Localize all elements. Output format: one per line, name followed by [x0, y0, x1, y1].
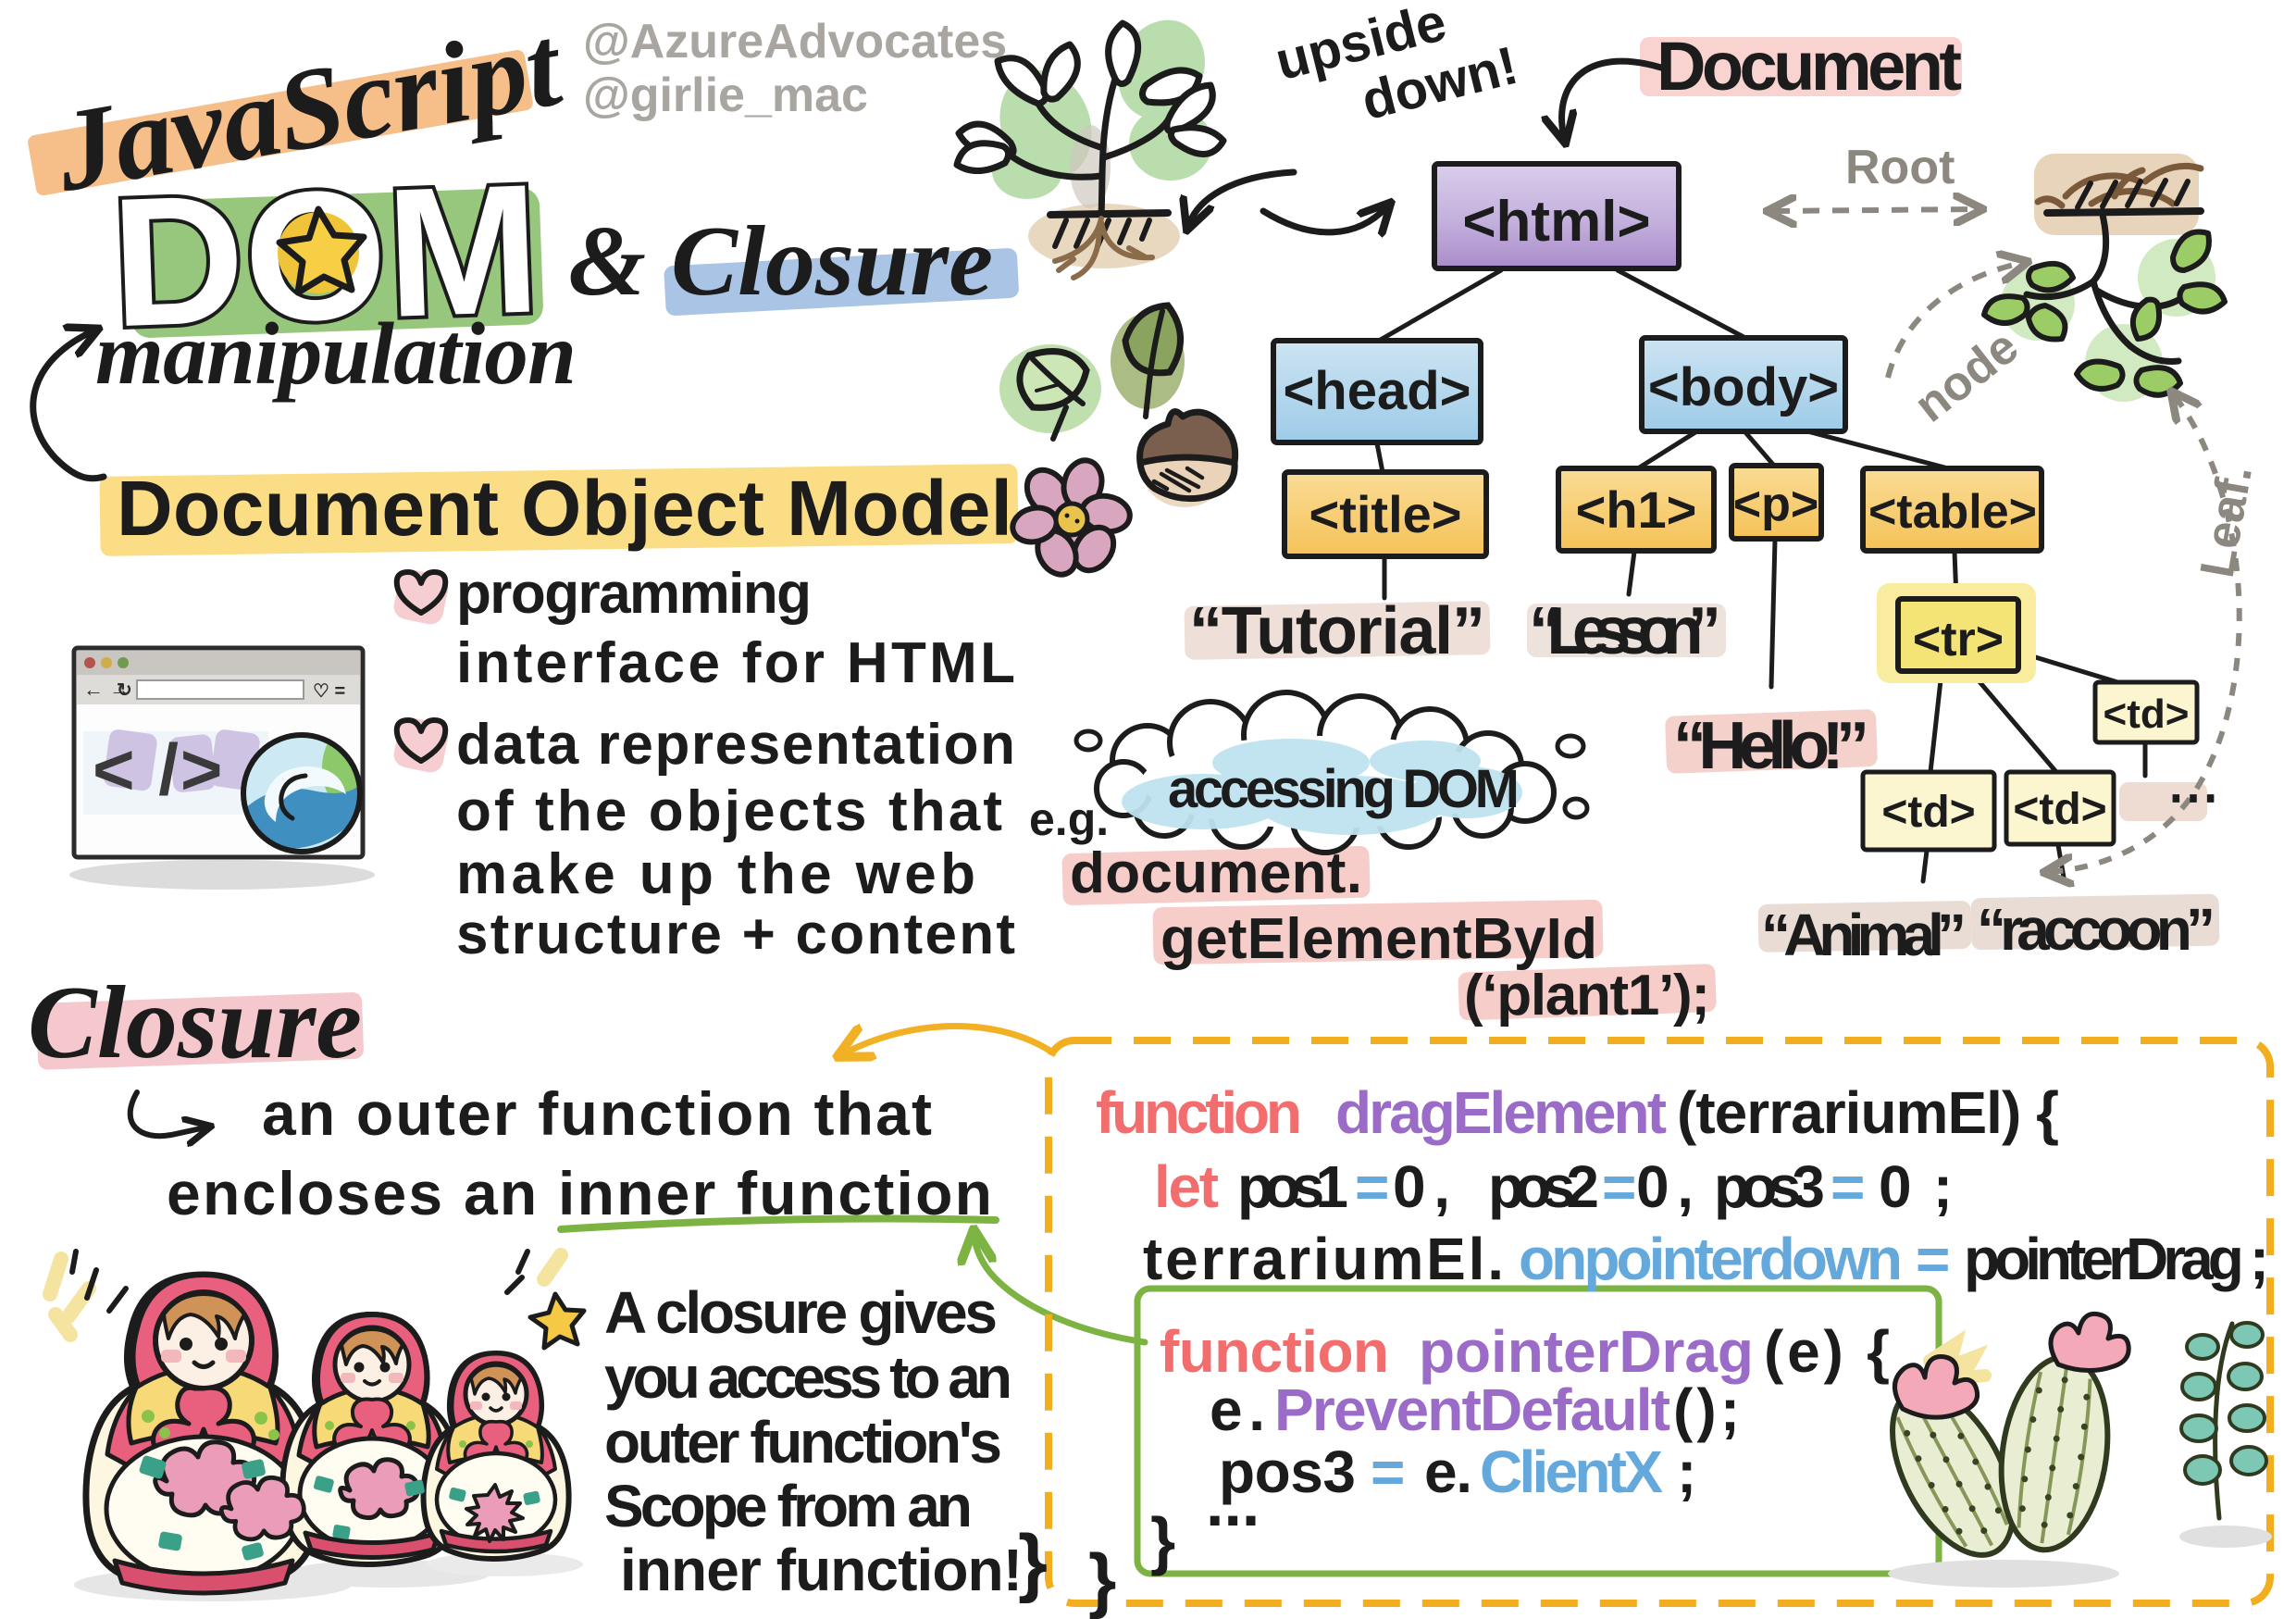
svg-text:<td>: <td> — [2104, 691, 2190, 737]
svg-text:=: = — [1831, 1153, 1865, 1220]
svg-text:0 ;: 0 ; — [1879, 1153, 1953, 1220]
svg-text:getElementById: getElementById — [1160, 907, 1597, 971]
svg-text:♡ =: ♡ = — [313, 681, 345, 702]
svg-text:Scope from an: Scope from an — [604, 1473, 973, 1539]
svg-text:0,: 0, — [1393, 1153, 1450, 1220]
svg-text:@AzureAdvocates: @AzureAdvocates — [583, 15, 1007, 68]
svg-text:document.: document. — [1070, 841, 1362, 905]
svg-text:=: = — [1916, 1226, 1950, 1292]
svg-text:}: } — [1018, 1520, 1048, 1604]
svg-text:<td>: <td> — [1881, 788, 1975, 837]
svg-text:“Tutorial”: “Tutorial” — [1189, 594, 1485, 668]
svg-text:terrariumEl.: terrariumEl. — [1143, 1226, 1504, 1292]
svg-text:manipulation: manipulation — [95, 305, 577, 403]
svg-text:programming: programming — [456, 562, 812, 626]
svg-text:e.: e. — [1210, 1376, 1265, 1443]
svg-text:Document: Document — [1657, 28, 1962, 105]
svg-text:↻: ↻ — [117, 680, 132, 701]
svg-text:structure + content: structure + content — [456, 903, 1015, 966]
svg-text:accessing DOM: accessing DOM — [1168, 759, 1520, 819]
svg-text:function: function — [1160, 1318, 1389, 1385]
svg-text:@girlie_mac: @girlie_mac — [583, 68, 868, 122]
svg-text:function: function — [1096, 1079, 1302, 1146]
svg-text:Closure: Closure — [28, 965, 362, 1080]
svg-text:let: let — [1154, 1153, 1219, 1220]
svg-text:of the objects that: of the objects that — [456, 779, 1002, 843]
svg-text:you access to an: you access to an — [604, 1344, 1012, 1411]
svg-text:<title>: <title> — [1309, 485, 1462, 543]
svg-text:}: } — [1088, 1538, 1116, 1619]
svg-text:}: } — [1150, 1504, 1175, 1576]
svg-text:=: = — [1371, 1438, 1405, 1505]
svg-text:...: ... — [1206, 1467, 1260, 1539]
svg-text:Leaf.: Leaf. — [2191, 462, 2263, 582]
svg-text:<table>: <table> — [1868, 485, 2037, 539]
svg-text:outer function's: outer function's — [604, 1409, 1002, 1476]
svg-text:“Lesson”: “Lesson” — [1529, 594, 1721, 668]
svg-text:<h1>: <h1> — [1576, 480, 1697, 539]
svg-text:node: node — [1905, 319, 2029, 432]
svg-text:<body>: <body> — [1648, 357, 1839, 417]
svg-text:data representation: data representation — [456, 713, 1015, 777]
svg-text:ClientX: ClientX — [1480, 1438, 1663, 1505]
svg-text:onpointerdown: onpointerdown — [1519, 1226, 1903, 1292]
svg-text:pos2: pos2 — [1488, 1153, 1599, 1220]
svg-text:Root: Root — [1845, 141, 1955, 194]
svg-text:pos3: pos3 — [1714, 1153, 1825, 1220]
svg-text:pos1: pos1 — [1237, 1153, 1348, 1220]
svg-text:(terrariumEl) {: (terrariumEl) { — [1677, 1079, 2059, 1146]
svg-text:“Animal”: “Animal” — [1761, 902, 1967, 968]
svg-text:(e) {: (e) { — [1764, 1318, 1890, 1385]
svg-text:();: (); — [1673, 1376, 1740, 1443]
svg-text:make up the web: make up the web — [456, 842, 975, 906]
svg-text:an outer function that: an outer function that — [262, 1079, 932, 1148]
svg-text:PreventDefault: PreventDefault — [1274, 1376, 1670, 1443]
svg-text:<head>: <head> — [1283, 361, 1471, 421]
svg-text:“Hello!”: “Hello!” — [1673, 709, 1869, 783]
svg-text:;: ; — [1677, 1438, 1696, 1505]
svg-text:inner function!: inner function! — [620, 1537, 1023, 1603]
svg-text:<td>: <td> — [2013, 785, 2106, 834]
svg-text:pos3: pos3 — [1219, 1438, 1356, 1505]
svg-text:Document Object Model: Document Object Model — [117, 465, 1012, 552]
svg-text:pointerDrag ;: pointerDrag ; — [1964, 1226, 2269, 1292]
svg-text:=: = — [1355, 1153, 1389, 1220]
svg-text:“raccoon”: “raccoon” — [1977, 896, 2215, 963]
svg-text:← →: ← → — [83, 678, 130, 701]
svg-text:<tr>: <tr> — [1913, 613, 2004, 666]
svg-text:<html>: <html> — [1462, 190, 1650, 254]
svg-text:pointerDrag: pointerDrag — [1419, 1318, 1754, 1385]
svg-text:=: = — [1602, 1153, 1636, 1220]
svg-text:encloses an inner function: encloses an inner function — [167, 1159, 992, 1227]
svg-text:0,: 0, — [1636, 1153, 1694, 1220]
svg-text:A closure gives: A closure gives — [604, 1279, 998, 1346]
svg-text:(‘plant1’);: (‘plant1’); — [1464, 964, 1710, 1027]
svg-text:<p>: <p> — [1733, 478, 1819, 531]
svg-text:⋯: ⋯ — [2167, 767, 2219, 826]
svg-text:e.g.: e.g. — [1029, 793, 1109, 845]
svg-text:interface for HTML: interface for HTML — [456, 631, 1015, 695]
svg-text:e.: e. — [1424, 1438, 1472, 1505]
svg-text:& Closure: & Closure — [568, 206, 993, 317]
svg-text:< />: < /> — [93, 729, 224, 810]
svg-text:dragElement: dragElement — [1335, 1079, 1667, 1146]
